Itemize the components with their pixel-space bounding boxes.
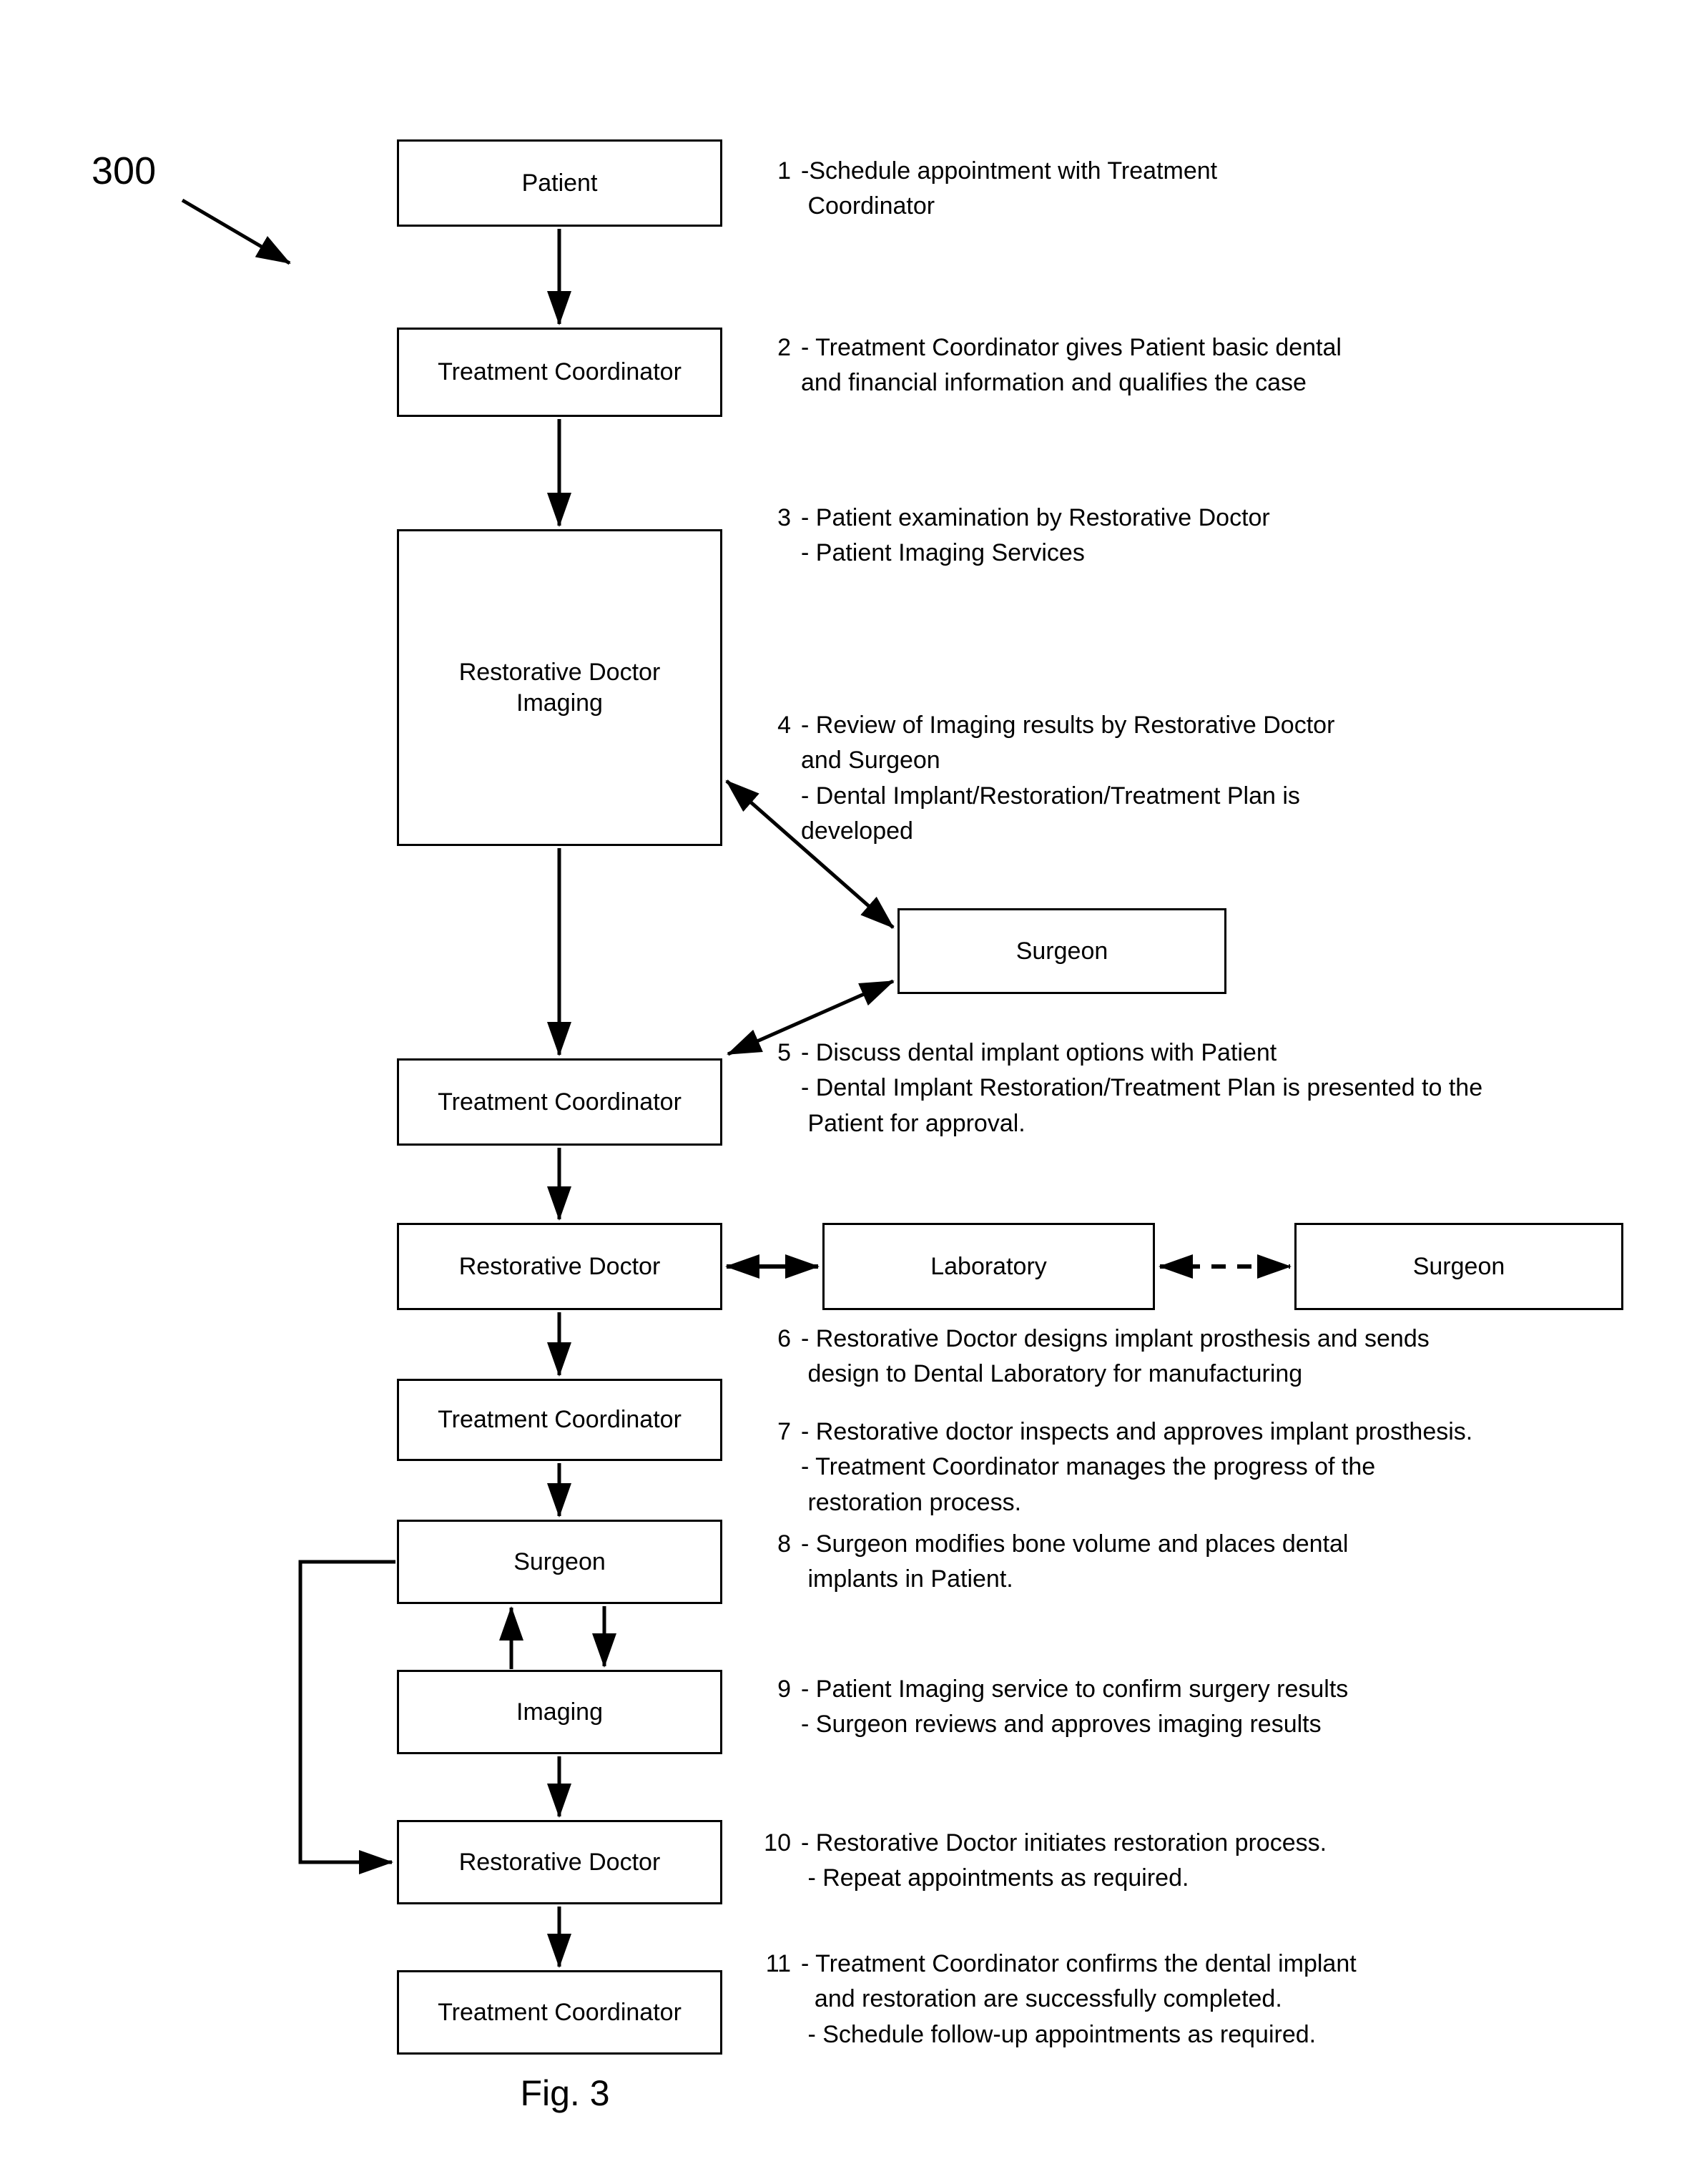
node-surgeon-surgery: Surgeon [397,1520,722,1604]
node-label: Surgeon [1412,1252,1505,1280]
step-text: -Schedule appointment with Treatment Coo… [801,157,1218,220]
node-label: Treatment Coordinator [438,1406,682,1434]
step-6: 6 - Restorative Doctor designs implant p… [749,1322,1430,1392]
step-text: - Surgeon modifies bone volume and place… [801,1530,1349,1593]
node-treatment-coordinator-1: Treatment Coordinator [397,328,722,417]
step-text: - Restorative Doctor initiates restorati… [801,1829,1327,1892]
step-text: - Restorative doctor inspects and approv… [801,1418,1473,1516]
node-patient: Patient [397,139,722,227]
step-number: 5 [777,1039,791,1066]
step-number: 10 [764,1829,791,1856]
node-label: Restorative Doctor [458,1848,661,1876]
node-surgeon-planning: Surgeon [897,908,1226,994]
node-label: Treatment Coordinator [438,1088,682,1116]
step-number: 7 [777,1418,791,1445]
node-surgeon-laboratory: Surgeon [1294,1223,1623,1310]
step-5: 5 - Discuss dental implant options with … [749,1036,1482,1141]
figure-caption: Fig. 3 [520,2073,610,2113]
node-label: Restorative Doctor [458,1252,661,1280]
node-treatment-coordinator-3: Treatment Coordinator [397,1379,722,1461]
node-imaging: Imaging [397,1670,722,1754]
node-label: Treatment Coordinator [438,358,682,386]
step-3: 3 - Patient examination by Restorative D… [749,501,1270,571]
node-label: Restorative Doctor Imaging [458,659,661,717]
step-number: 8 [777,1530,791,1558]
arrow-rdi-surgeon-double [725,779,895,929]
step-number: 2 [777,334,791,361]
step-number: 11 [765,1950,791,1977]
node-restorative-doctor-design: Restorative Doctor [397,1223,722,1310]
step-text: - Review of Imaging results by Restorati… [801,712,1335,845]
node-restorative-doctor-restoration: Restorative Doctor [397,1820,722,1904]
step-number: 6 [777,1325,791,1352]
step-text: - Treatment Coordinator gives Patient ba… [801,334,1342,397]
step-text: - Patient Imaging service to confirm sur… [801,1676,1349,1738]
step-text: - Discuss dental implant options with Pa… [801,1039,1483,1137]
step-number: 1 [777,157,791,185]
step-9: 9 - Patient Imaging service to confirm s… [749,1672,1348,1743]
step-text: - Restorative Doctor designs implant pro… [801,1325,1430,1388]
node-label: Imaging [516,1698,603,1726]
step-2: 2 - Treatment Coordinator gives Patient … [749,330,1342,401]
node-laboratory: Laboratory [822,1223,1155,1310]
step-number: 4 [777,712,791,739]
node-label: Patient [521,169,598,197]
step-1: 1 -Schedule appointment with Treatment C… [749,154,1217,225]
arrow-surgeon-tc2-double [727,979,895,1056]
step-number: 9 [777,1676,791,1703]
node-label: Surgeon [1015,937,1108,965]
step-4: 4 - Review of Imaging results by Restora… [749,708,1334,849]
step-number: 3 [777,504,791,531]
node-label: Laboratory [930,1252,1047,1280]
step-11: 11 - Treatment Coordinator confirms the … [749,1947,1357,2052]
node-restorative-doctor-imaging: Restorative Doctor Imaging [397,529,722,846]
step-8: 8 - Surgeon modifies bone volume and pla… [749,1527,1348,1598]
step-text: - Treatment Coordinator confirms the den… [801,1950,1357,2048]
step-7: 7 - Restorative doctor inspects and appr… [749,1415,1472,1520]
figure-ref-label: 300 [92,149,157,192]
node-label: Treatment Coordinator [438,1998,682,2026]
node-label: Surgeon [513,1548,606,1575]
node-treatment-coordinator-4: Treatment Coordinator [397,1970,722,2055]
ref-300-arrow [181,198,291,265]
node-treatment-coordinator-2: Treatment Coordinator [397,1058,722,1146]
arrow-surgeon-loop-to-rd [298,1560,395,1874]
step-text: - Patient examination by Restorative Doc… [801,504,1270,567]
step-10: 10 - Restorative Doctor initiates restor… [749,1826,1327,1897]
